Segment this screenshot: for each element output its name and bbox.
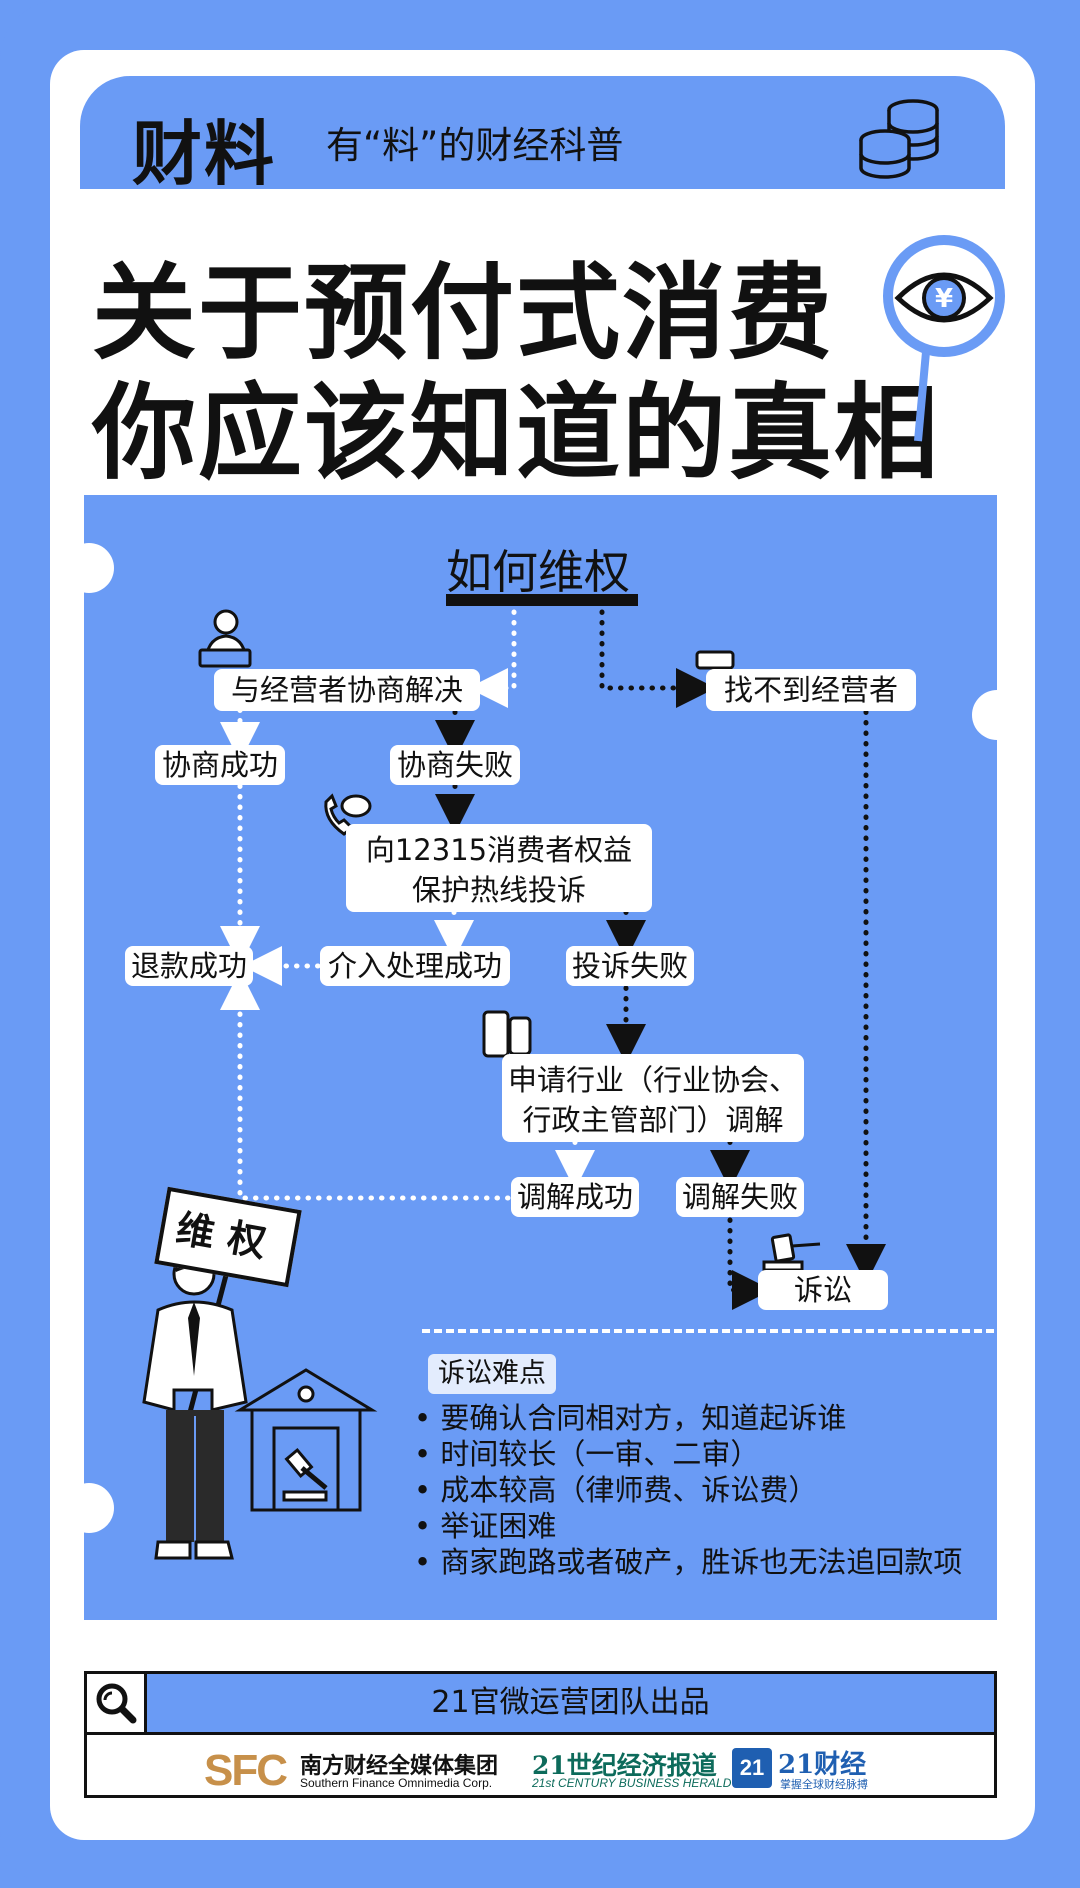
step-mediation-fail: 调解失败 (676, 1177, 804, 1217)
step-lawsuit: 诉讼 (758, 1270, 888, 1310)
difficulty-item: 举证困难 (414, 1508, 962, 1544)
title-line-1: 关于预付式消费 (92, 252, 835, 374)
step-negotiation-success: 协商成功 (155, 745, 285, 785)
step-merchant-not-found: 找不到经营者 (706, 669, 916, 711)
search-icon (87, 1674, 147, 1732)
hotline-line-2: 保护热线投诉 (411, 873, 586, 907)
step-refund-success: 退款成功 (125, 946, 253, 986)
section-divider (422, 1329, 994, 1333)
phones-mediation-icon (482, 1010, 532, 1058)
nanfang-name: 南方财经全媒体集团 (300, 1754, 499, 1779)
svg-text:¥: ¥ (935, 284, 953, 314)
sfc-logo: SFC (204, 1746, 288, 1795)
step-mediation-success: 调解成功 (511, 1177, 639, 1217)
person-laptop-icon (198, 609, 252, 668)
panel-notch-left-low (64, 1483, 114, 1533)
caijing-badge: 21 (732, 1748, 772, 1788)
magnifier-eye-yuan-icon: ¥ (883, 235, 1005, 442)
herald-english: 21st CENTURY BUSINESS HERALD (532, 1776, 732, 1790)
herald-name: 21世纪经济报道 (532, 1751, 717, 1780)
section-underline (446, 594, 638, 606)
step-industry-mediation: 申请行业（行业协会、 行政主管部门）调解 (502, 1054, 804, 1142)
difficulty-item: 要确认合同相对方，知道起诉谁 (414, 1400, 962, 1436)
panel-notch-right (972, 690, 1022, 740)
step-negotiation-fail: 协商失败 (390, 745, 520, 785)
mediation-line-2: 行政主管部门）调解 (522, 1103, 784, 1137)
step-negotiate: 与经营者协商解决 (214, 669, 480, 711)
brand-tagline: 有“料”的财经科普 (326, 124, 624, 167)
footer-box: 21官微运营团队出品 (84, 1671, 997, 1798)
step-intervention-success: 介入处理成功 (320, 946, 510, 986)
credit-text: 21官微运营团队出品 (431, 1685, 710, 1720)
difficulty-item: 商家跑路或者破产，胜诉也无法追回款项 (414, 1544, 962, 1580)
gavel-icon (762, 1233, 821, 1272)
panel-notch-left (64, 543, 114, 593)
nanfang-english: Southern Finance Omnimedia Corp. (300, 1776, 493, 1790)
brand-logo: 财料 (132, 113, 276, 195)
difficulty-item: 成本较高（律师费、诉讼费） (414, 1472, 962, 1508)
title-line-2: 你应该知道的真相 (92, 372, 941, 494)
difficulties-title: 诉讼难点 (428, 1354, 556, 1394)
header-band (80, 76, 1005, 189)
phone-chat-icon (324, 793, 372, 836)
footer-credit-bar: 21官微运营团队出品 (87, 1674, 994, 1735)
caijing-name: 21财经 (778, 1750, 867, 1780)
caijing-slogan: 掌握全球财经脉搏 (780, 1778, 868, 1791)
hotline-line-1: 向12315消费者权益 (365, 833, 633, 867)
mediation-line-1: 申请行业（行业协会、 (507, 1063, 798, 1097)
difficulty-item: 时间较长（一审、二审） (414, 1436, 962, 1472)
coin-stack-icon (859, 99, 939, 179)
difficulties-list: 要确认合同相对方，知道起诉谁 时间较长（一审、二审） 成本较高（律师费、诉讼费）… (414, 1400, 962, 1580)
section-title: 如何维权 (446, 545, 630, 599)
step-hotline-complaint: 向12315消费者权益 保护热线投诉 (346, 824, 652, 912)
laptop-icon (695, 650, 735, 670)
protester-illustration (142, 1252, 378, 1560)
step-complaint-fail: 投诉失败 (566, 946, 694, 986)
